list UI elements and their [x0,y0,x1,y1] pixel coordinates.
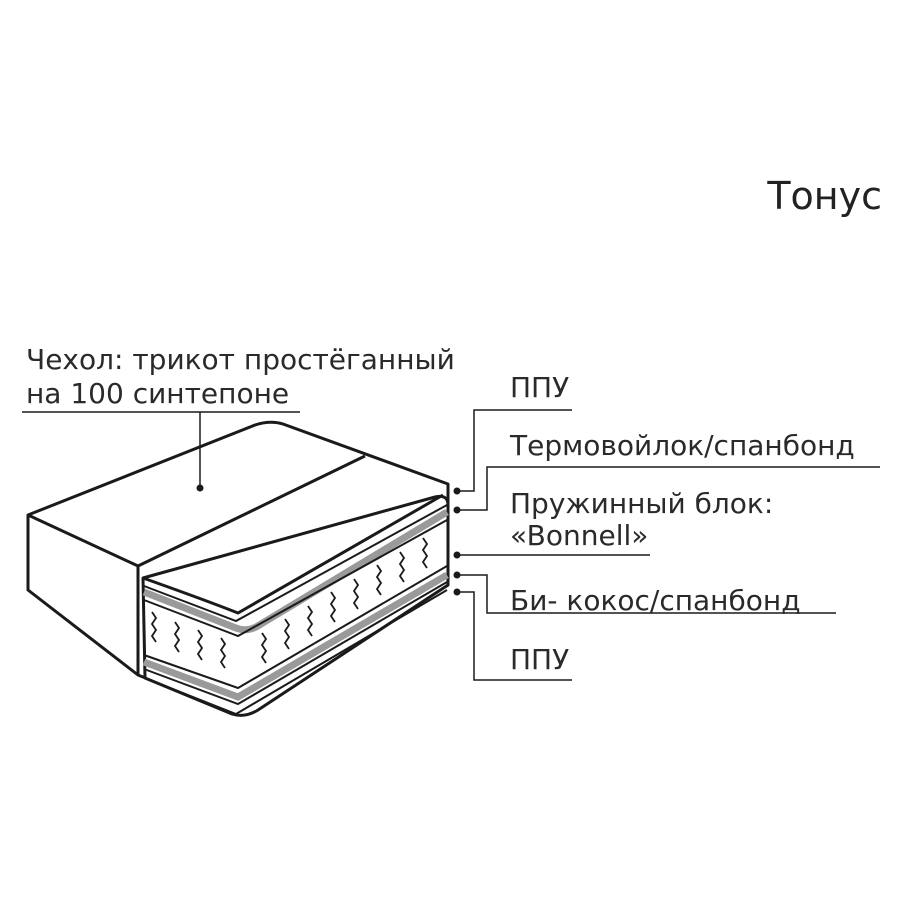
top-felt-edge [143,504,448,623]
spring [260,632,268,664]
top-felt-edge-2 [143,519,448,638]
cover-fold-line [137,454,366,568]
spring [219,637,227,669]
bottom-felt-edge [143,581,448,706]
bottom-felt-layer [142,571,449,701]
spring [173,621,181,653]
layer-label-bi-kokos: Би- кокос/спанбонд [510,584,801,617]
bonnell-springs [150,537,429,669]
callout-termovoylok [460,466,880,511]
spring-block-bottom [143,565,448,690]
layer-label-ppu-bottom: ППУ [510,643,570,676]
cover-label-line2: на 100 синтепоне [26,377,290,410]
layer-label-termovoylok: Термовойлок/спанбонд [510,429,855,462]
spring [329,591,337,623]
spring [398,551,406,583]
product-title: Тонус [767,174,882,218]
layer-label-spring-block-line2: «Bonnell» [510,519,649,552]
dot-bi-kokos [453,571,461,579]
top-quilt-layer [142,493,444,615]
spring [375,564,383,596]
callout-ppu-top [460,409,572,492]
spring [306,605,314,637]
cover-label-line1: Чехол: трикот простёганный [26,343,455,376]
callout-bi-kokos [460,574,836,614]
spring [283,618,291,650]
cover-callout [22,411,300,488]
spring [421,537,429,569]
dot-termovoylok [453,506,461,514]
spring [196,629,204,661]
spring [352,578,360,610]
dot-ppu-top [453,487,461,495]
dot-spring-block [453,551,461,559]
layer-label-ppu-top: ППУ [510,371,570,404]
layer-callouts [460,409,880,681]
callout-ppu-bottom [460,591,572,681]
spring [150,611,158,643]
layer-label-spring-block-line1: Пружинный блок: [510,487,774,520]
bottom-ppu-layer [144,589,448,716]
cover-dot [196,484,204,492]
dot-ppu-bottom [453,588,461,596]
